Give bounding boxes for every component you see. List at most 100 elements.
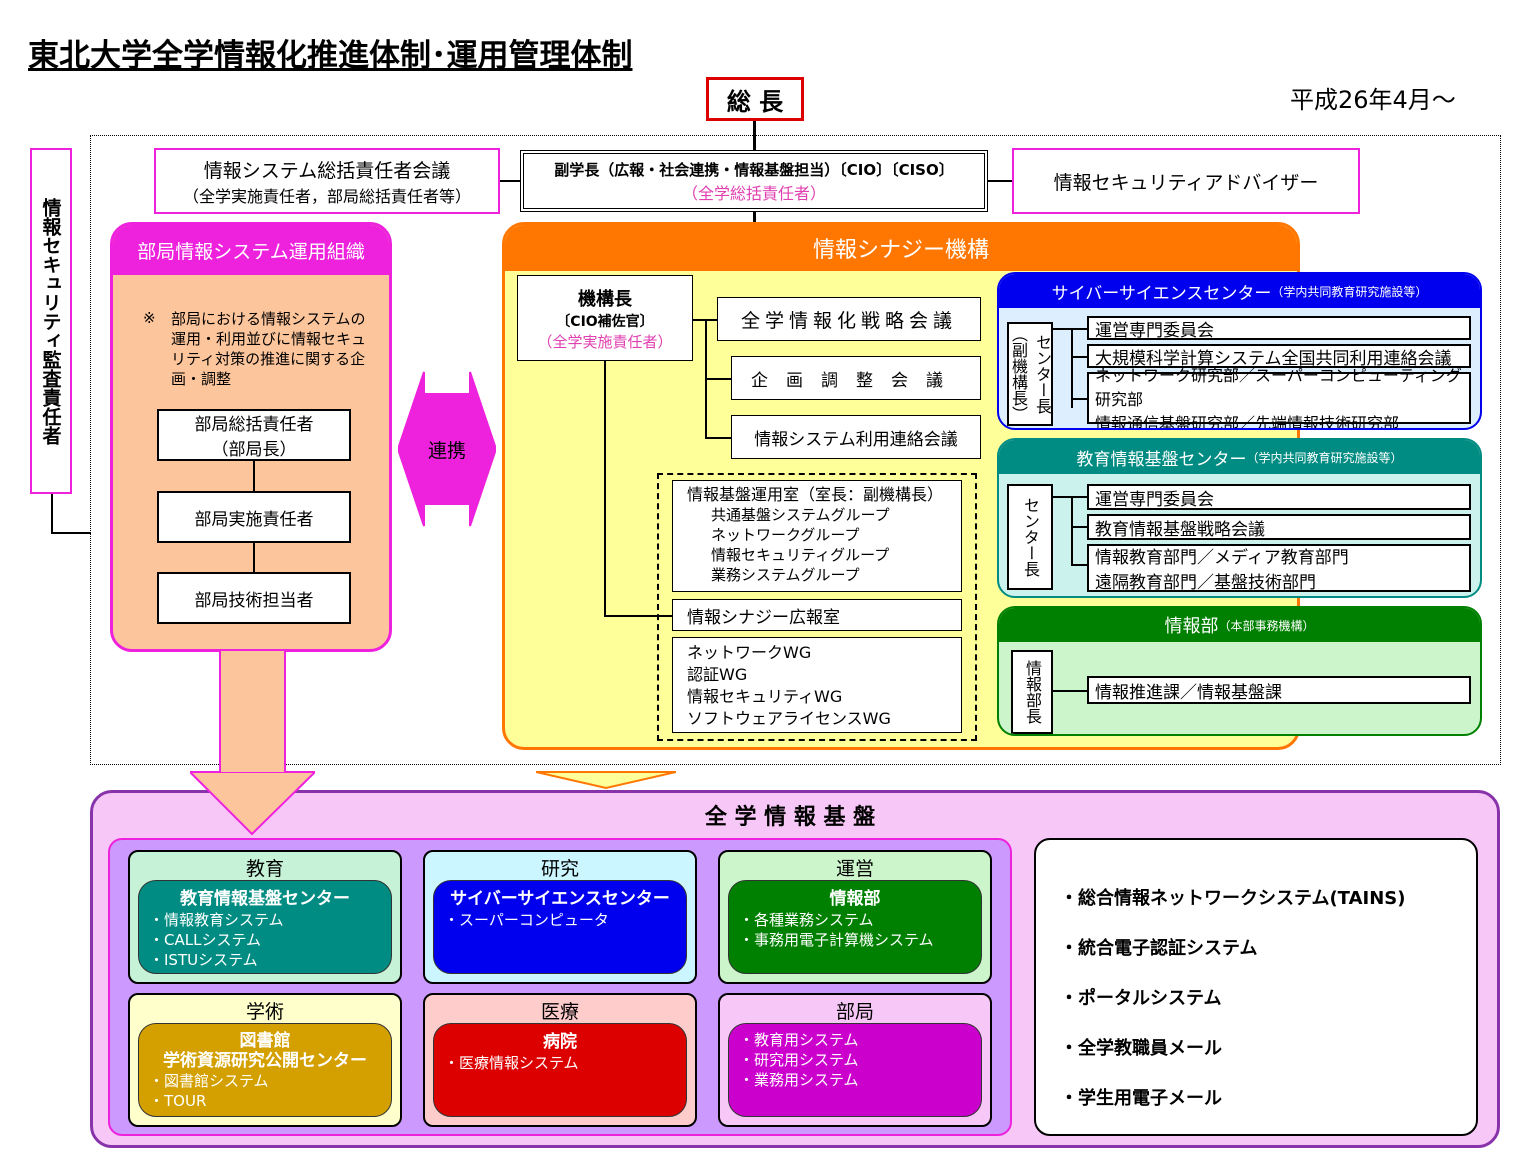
operations-dashed-frame (657, 473, 977, 741)
info-dept-title: 情報部 (1164, 616, 1219, 637)
dept-org-note-mark: ※ (143, 309, 156, 327)
cat-org-name: 図書館 学術資源研究公開センター (163, 1031, 367, 1071)
cat-medical: 医療 病院 ・医療情報システム (423, 993, 697, 1127)
cat-inner: 病院 ・医療情報システム (433, 1023, 687, 1117)
cat-label: 研究 (540, 858, 579, 880)
connector (1053, 690, 1087, 692)
dept-org-note: 部局における情報システムの運用・利用並びに情報セキュリティ対策の推進に関する企画… (171, 310, 367, 388)
cyber-center-head: センター長（副機構長） (1007, 322, 1053, 426)
system-item: ・学生用電子メール (1060, 1088, 1222, 1109)
synergy-down-arrow-shape (536, 771, 676, 790)
director-cio: 〔CIO補佐官〕 (556, 313, 654, 330)
connector (1071, 398, 1087, 400)
edu-row: 教育情報基盤戦略会議 (1087, 514, 1471, 540)
advisor-box: 情報セキュリティアドバイザー (1012, 148, 1360, 214)
vp-role: （全学総括責任者） (681, 183, 826, 203)
edu-center-header: 教育情報基盤センター （学内共同教育研究施設等） (999, 440, 1480, 474)
cat-label: 学術 (245, 1001, 284, 1023)
cat-inner: ・教育用システム ・研究用システム ・業務用システム (728, 1023, 982, 1117)
connector (253, 543, 255, 572)
date-label: 平成26年4月～ (1290, 86, 1456, 114)
info-dept-row: 情報推進課／情報基盤課 (1087, 676, 1471, 704)
dept-head-title: 部局総括責任者 (194, 415, 314, 435)
link-arrow (398, 371, 496, 527)
cyber-row: 大規模科学計算システム全国共同利用連絡会議 (1087, 344, 1471, 369)
edu-dept-line: 遠隔教育部門／基盤技術部門 (1095, 573, 1316, 593)
connector (705, 378, 731, 380)
cat-org-name: 教育情報基盤センター (180, 889, 350, 909)
cat-item: ・研究用システム (739, 1051, 859, 1069)
auditor-box: 情報セキュリティ監査責任者 (30, 148, 72, 494)
strategy-council-box: 全学情報化戦略会議 (717, 297, 981, 341)
infra-title: 全 学 情 報 基 盤 (704, 805, 876, 830)
council-box: 情報システム総括責任者会議 （全学実施責任者，部局総括責任者等） (154, 148, 500, 214)
cat-label: 医療 (540, 1001, 579, 1023)
connector (253, 461, 255, 491)
pr-office-box: 情報シナジー広報室 (672, 599, 962, 631)
cat-label: 運営 (835, 858, 874, 880)
council-title: 情報システム総括責任者会議 (203, 159, 451, 182)
cat-item: ・情報教育システム (149, 911, 284, 929)
page-title: 東北大学全学情報化推進体制･運用管理体制 (28, 38, 633, 74)
connector (753, 212, 756, 224)
cyber-center-panel: サイバーサイエンスセンター （学内共同教育研究施設等） センター長（副機構長） … (997, 272, 1482, 430)
dept-tech-box: 部局技術担当者 (157, 572, 351, 624)
group-item: 共通基盤システムグループ (711, 506, 890, 524)
dept-head-box: 部局総括責任者 （部局長） (157, 409, 351, 461)
edu-center-title: 教育情報基盤センター (1076, 449, 1247, 470)
system-item: ・全学教職員メール (1060, 1038, 1222, 1059)
cyber-dept-line: 情報通信基盤研究部／先端情報技術研究部 (1095, 414, 1400, 430)
cat-label: 部局 (835, 1001, 874, 1023)
system-item: ・ポータルシステム (1060, 988, 1222, 1009)
cat-inner: 情報部 ・各種業務システム ・事務用電子計算機システム (728, 880, 982, 974)
edu-row: 運営専門委員会 (1087, 484, 1471, 510)
dept-down-arrow-head (190, 772, 315, 836)
cat-item: ・スーパーコンピュータ (444, 911, 609, 929)
cyber-center-title: サイバーサイエンスセンター (1051, 283, 1272, 304)
group-item: 業務システムグループ (711, 566, 860, 584)
president-box: 総 長 (706, 77, 804, 121)
cat-department: 部局 ・教育用システム ・研究用システム ・業務用システム (718, 993, 992, 1127)
connector (1053, 496, 1087, 498)
dept-org-title: 部局情報システム運用組織 (113, 225, 389, 275)
info-dept-sub: （本部事務機構） (1218, 618, 1315, 633)
info-dept-head: 情報部長 (1011, 650, 1053, 734)
cat-org-name: 情報部 (829, 889, 881, 909)
connector (705, 437, 731, 439)
system-item: ・総合情報ネットワークシステム(TAINS) (1060, 888, 1406, 909)
cat-item: ・業務用システム (739, 1071, 859, 1089)
cat-inner: 教育情報基盤センター ・情報教育システム ・CALLシステム ・ISTUシステム (138, 880, 392, 974)
vp-title: 副学長（広報・社会連携・情報基盤担当）〔CIO〕〔CISO〕 (554, 160, 954, 179)
edu-center-panel: 教育情報基盤センター （学内共同教育研究施設等） センター長 運営専門委員会 教… (997, 438, 1482, 598)
cat-item: ・CALLシステム (149, 931, 261, 949)
cat-item: ・教育用システム (739, 1031, 859, 1049)
connector (753, 121, 756, 151)
director-title: 機構長 (578, 288, 632, 310)
link-arrow-fill (398, 371, 496, 527)
wg-item: ソフトウェアライセンスWG (687, 709, 891, 728)
edu-row: 情報教育部門／メディア教育部門 遠隔教育部門／基盤技術部門 (1087, 544, 1471, 593)
connector (1071, 564, 1087, 566)
connector (1071, 328, 1073, 408)
dept-impl-box: 部局実施責任者 (157, 491, 351, 543)
dept-down-arrow-head-shape (190, 772, 315, 836)
planning-council-box: 企画調整会議 (731, 356, 981, 400)
info-dept-header: 情報部 （本部事務機構） (999, 608, 1480, 642)
systems-box: ・総合情報ネットワークシステム(TAINS) ・統合電子認証システム ・ポータル… (1034, 838, 1478, 1136)
connector (51, 494, 53, 534)
synergy-down-arrow (536, 771, 676, 790)
dept-head-role: （部局長） (211, 440, 297, 460)
link-label: 連携 (427, 439, 466, 462)
connector (988, 180, 1012, 182)
cat-item: ・図書館システム (149, 1072, 269, 1090)
cat-label: 教育 (245, 858, 284, 880)
cat-operations: 運営 情報部 ・各種業務システム ・事務用電子計算機システム (718, 850, 992, 984)
cyber-row: 運営専門委員会 (1087, 316, 1471, 341)
cat-item: ・各種業務システム (739, 911, 874, 929)
cat-item: ・事務用電子計算機システム (739, 931, 934, 949)
governance-frame (90, 135, 1501, 765)
info-dept-panel: 情報部 （本部事務機構） 情報部長 情報推進課／情報基盤課 (997, 606, 1482, 736)
system-item: ・統合電子認証システム (1060, 938, 1258, 959)
usage-council-box: 情報システム利用連絡会議 (731, 415, 981, 459)
wg-item: 情報セキュリティWG (687, 687, 843, 706)
